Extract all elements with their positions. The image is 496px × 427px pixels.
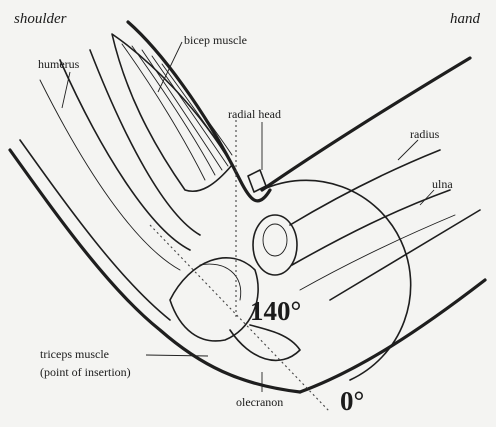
radial-head-label: radial head	[228, 108, 281, 120]
shoulder-label: shoulder	[14, 12, 67, 27]
triceps-label-line2: (point of insertion)	[40, 366, 131, 378]
flexion-angle-label: 140°	[250, 298, 301, 325]
ulna-label: ulna	[432, 178, 453, 190]
upper-arm-outline	[10, 22, 300, 392]
hand-label: hand	[450, 12, 480, 27]
forearm-outline	[262, 58, 485, 392]
forearm-bones	[253, 150, 455, 290]
radius-label: radius	[410, 128, 439, 140]
label-leaders	[62, 42, 434, 392]
rotation-arc	[262, 180, 411, 380]
extension-angle-label: 0°	[340, 388, 364, 415]
triceps-label-line1: triceps muscle	[40, 348, 109, 360]
humerus-label: humerus	[38, 58, 79, 70]
bicep-muscle-label: bicep muscle	[184, 34, 247, 46]
axis-line-extended	[150, 225, 330, 412]
olecranon-label: olecranon	[236, 396, 283, 408]
bicep-muscle	[112, 34, 232, 191]
